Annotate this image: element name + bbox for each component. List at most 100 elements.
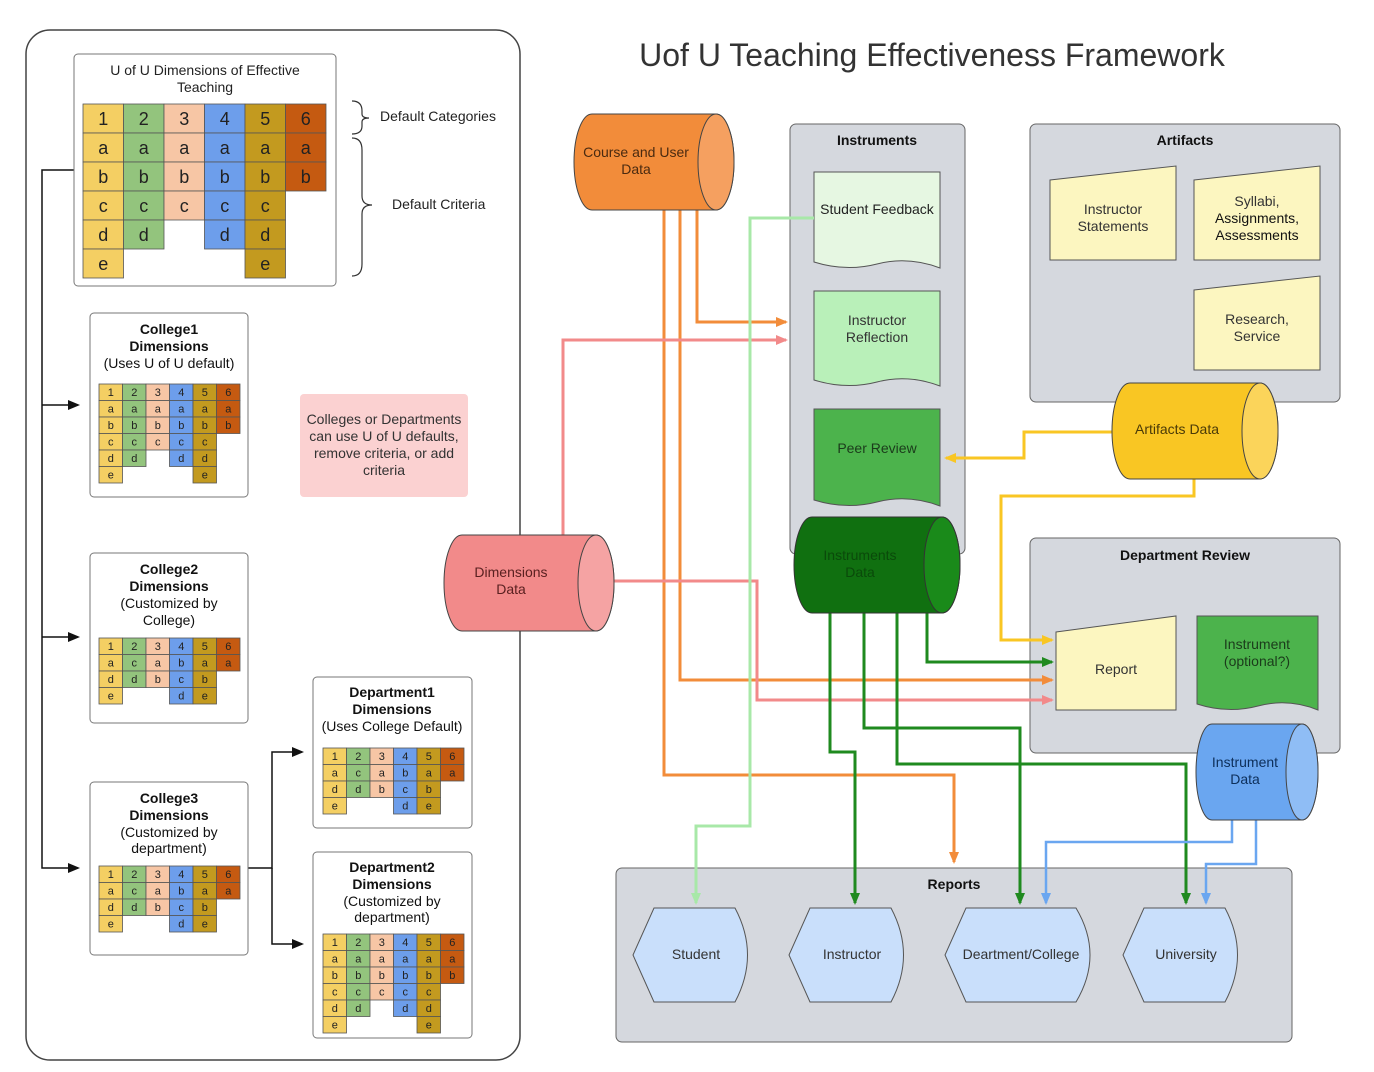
syllabi-label: Assignments, xyxy=(1215,210,1299,226)
syllabi-label: Assessments xyxy=(1215,227,1298,243)
criteria-cell xyxy=(285,161,327,192)
department2-title-line: Dimensions xyxy=(352,876,432,892)
category-label: 1 xyxy=(108,869,114,881)
course-data-flows xyxy=(662,210,1054,864)
criteria-cell xyxy=(82,161,124,192)
instrument-data-store: Instrument Data xyxy=(1195,723,1319,821)
department1-grid-title: Department1 Dimensions (Uses College Def… xyxy=(322,684,463,734)
criteria-label: a xyxy=(202,886,209,898)
diagram-title: Uof U Teaching Effectiveness Framework xyxy=(639,37,1226,73)
instruments-panel-title: Instruments xyxy=(837,132,917,148)
criteria-label: d xyxy=(402,1003,408,1015)
peer-review-document: Peer Review xyxy=(813,408,941,507)
criteria-label: a xyxy=(139,138,150,158)
category-label: 2 xyxy=(139,109,149,129)
criteria-label: b xyxy=(220,167,230,187)
criteria-label: a xyxy=(426,768,433,780)
criteria-label: d xyxy=(108,902,114,914)
category-label: 6 xyxy=(225,387,231,399)
note-line: criteria xyxy=(363,462,405,478)
report-label: Report xyxy=(1095,661,1137,677)
criteria-label: c xyxy=(132,658,138,670)
criteria-cell xyxy=(416,797,441,815)
criteria-label: d xyxy=(131,453,137,465)
criteria-label: e xyxy=(260,254,270,274)
artifacts-data-flows xyxy=(944,430,1196,645)
criteria-cell xyxy=(216,416,241,434)
criteria-label: e xyxy=(426,1020,432,1032)
criteria-label: c xyxy=(220,196,229,216)
student-feedback-label: Student Feedback xyxy=(820,201,935,217)
criteria-label: a xyxy=(332,954,339,966)
category-cell xyxy=(123,103,165,134)
criteria-label: c xyxy=(132,886,138,898)
criteria-cell xyxy=(416,1016,441,1034)
criteria-cell xyxy=(346,999,371,1017)
category-label: 5 xyxy=(202,387,208,399)
criteria-label: c xyxy=(379,987,385,999)
criteria-label: b xyxy=(178,658,184,670)
category-label: 3 xyxy=(379,751,385,763)
criteria-label: a xyxy=(379,954,386,966)
criteria-cell xyxy=(285,132,327,163)
category-label: 2 xyxy=(355,937,361,949)
criteria-label: d xyxy=(220,225,230,245)
dimensions-data-store: Dimensions Data xyxy=(443,534,615,632)
criteria-cell xyxy=(123,161,165,192)
criteria-label: b xyxy=(155,674,161,686)
category-cell xyxy=(204,103,246,134)
criteria-label: a xyxy=(220,138,231,158)
criteria-cell xyxy=(98,466,123,484)
criteria-label: d xyxy=(178,919,184,931)
dimensions-data-label: Dimensions xyxy=(474,564,547,580)
criteria-cell xyxy=(123,190,165,221)
criteria-label: a xyxy=(108,404,115,416)
category-label: 6 xyxy=(225,641,231,653)
criteria-label: d xyxy=(178,691,184,703)
criteria-cell xyxy=(82,219,124,250)
department1-title-line: Dimensions xyxy=(352,701,432,717)
criteria-cell xyxy=(204,190,246,221)
uofu-grid-title: U of U Dimensions of Effective Teaching xyxy=(110,62,300,95)
category-label: 2 xyxy=(131,869,137,881)
college3-title-line: Dimensions xyxy=(129,807,209,823)
category-label: 1 xyxy=(108,387,114,399)
report-card: Report xyxy=(1055,615,1177,711)
category-label: 4 xyxy=(178,869,184,881)
criteria-label: b xyxy=(108,420,114,432)
criteria-label: b xyxy=(225,420,231,432)
criteria-label: b xyxy=(332,970,338,982)
criteria-label: a xyxy=(379,768,386,780)
criteria-cell xyxy=(216,882,241,900)
category-label: 5 xyxy=(202,869,208,881)
criteria-label: b xyxy=(178,886,184,898)
instructor-reflection-label: Reflection xyxy=(846,329,908,345)
criteria-label: c xyxy=(403,987,409,999)
criteria-label: b xyxy=(260,167,270,187)
department2-title-line: Department2 xyxy=(349,859,435,875)
optional-instrument-label: (optional?) xyxy=(1224,653,1290,669)
artifacts-data-label: Artifacts Data xyxy=(1135,421,1219,437)
instruments-data-label: Instruments xyxy=(823,547,896,563)
criteria-label: d xyxy=(332,784,338,796)
criteria-cell xyxy=(163,190,205,221)
criteria-label: e xyxy=(202,919,208,931)
default-categories-brace xyxy=(351,100,370,135)
department1-title-line: Department1 xyxy=(349,684,435,700)
college1-grid-title: College1 Dimensions (Uses U of U default… xyxy=(104,321,235,371)
criteria-label: a xyxy=(108,658,115,670)
criteria-label: d xyxy=(108,453,114,465)
category-label: 1 xyxy=(98,109,108,129)
college1-title-line: College1 xyxy=(140,321,199,337)
criteria-label: a xyxy=(179,138,190,158)
report-student: Student xyxy=(632,907,748,1003)
criteria-cell xyxy=(98,687,123,705)
instructor-statements-label: Instructor xyxy=(1084,201,1143,217)
criteria-label: d xyxy=(131,902,137,914)
instrument-data-flows xyxy=(1041,820,1258,905)
college2-grid-title: College2 Dimensions (Customized by Colle… xyxy=(120,561,217,628)
instructor-statements-card: Instructor Statements xyxy=(1049,165,1177,261)
